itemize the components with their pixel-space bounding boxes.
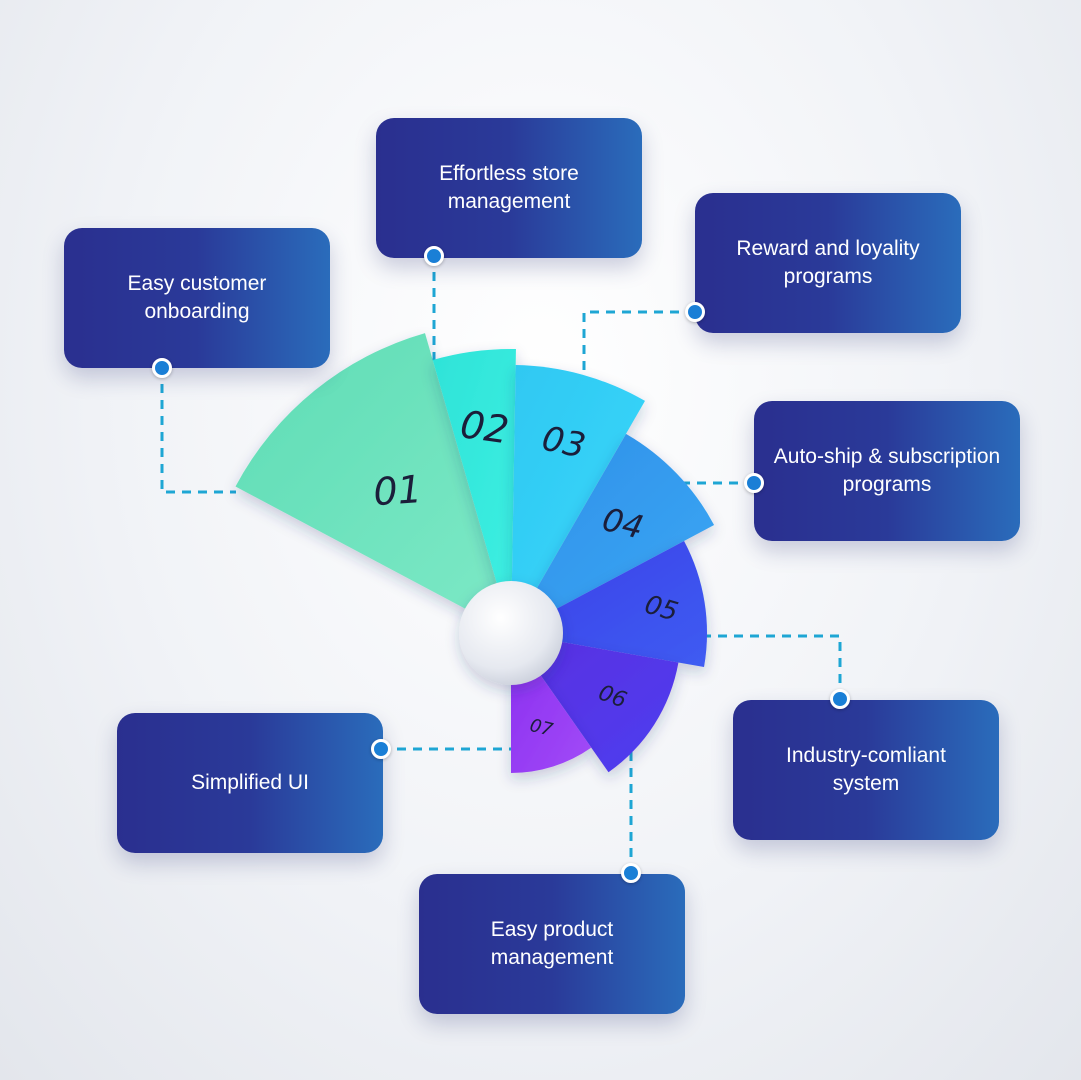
segment-number-01: 01: [372, 467, 423, 514]
card-reward-and-loyality-programs: Reward and loyality programs: [695, 193, 961, 333]
card-auto-ship-subscription-programs: Auto-ship & subscription programs: [754, 401, 1020, 541]
card-label: Auto-ship & subscription programs: [773, 445, 1001, 496]
card-label: Easy customer onboarding: [127, 272, 267, 323]
segment-number-02: 02: [458, 402, 512, 452]
fan-segment-02: [432, 348, 516, 633]
connector-dot-03: [685, 302, 705, 322]
connector-line-3: [582, 310, 695, 392]
connector-dot-02: [424, 246, 444, 266]
connector-dot-04: [744, 473, 764, 493]
connector-dot-01: [152, 358, 172, 378]
fan-segment-04: [511, 433, 715, 633]
connector-dot-06: [621, 863, 641, 883]
card-easy-product-management: Easy product management: [419, 874, 685, 1014]
card-label: Easy product management: [490, 918, 614, 969]
fan-segment-01: [235, 333, 511, 633]
card-label: Industry-comliant system: [786, 744, 946, 795]
segment-number-03: 03: [538, 419, 589, 467]
fan-segment-06: [511, 633, 679, 773]
card-label: Simplified UI: [191, 771, 309, 794]
card-industry-compliant-system: Industry-comliant system: [733, 700, 999, 840]
card-simplified-ui: Simplified UI: [117, 713, 383, 853]
card-effortless-store-management: Effortless store management: [376, 118, 642, 258]
center-hub: [459, 581, 563, 685]
card-label: Reward and loyality programs: [736, 237, 920, 288]
connector-dot-07: [371, 739, 391, 759]
card-label: Effortless store management: [439, 162, 579, 213]
fan-segment-03: [511, 365, 645, 633]
connector-dot-05: [830, 689, 850, 709]
connector-line-5: [702, 634, 842, 699]
card-easy-customer-onboarding: Easy customer onboarding: [64, 228, 330, 368]
